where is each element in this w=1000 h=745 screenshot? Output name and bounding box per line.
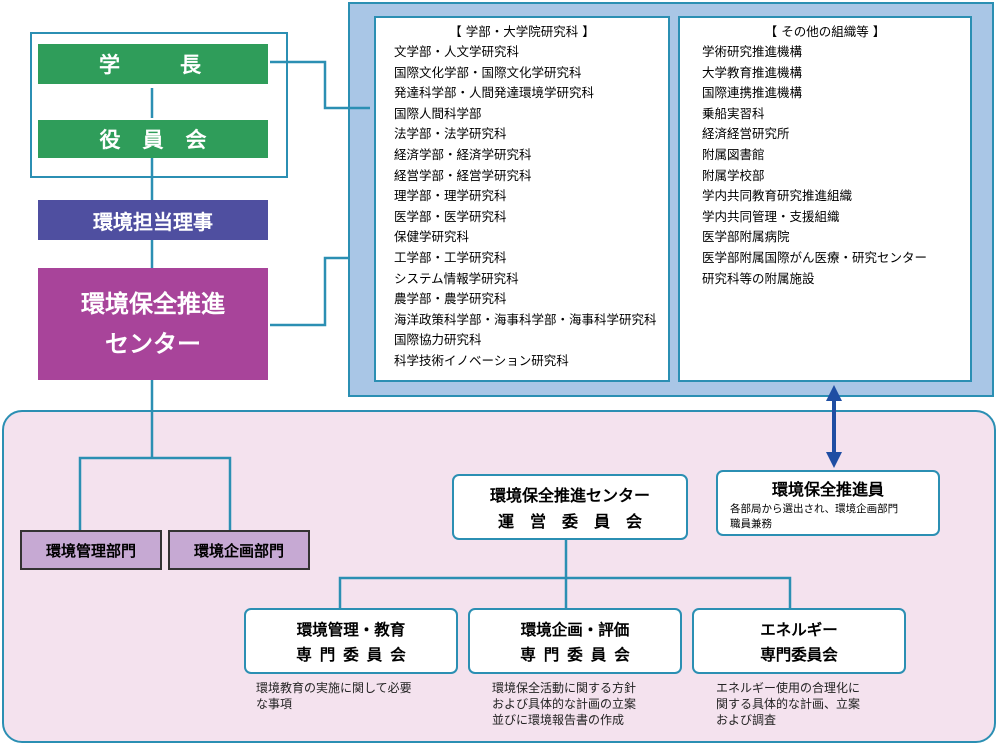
faculties-list: 【 学部・大学院研究科 】 文学部・人文学研究科国際文化学部・国際文化学研究科発… [374, 16, 670, 382]
committee-line2: 運営委員会 [497, 512, 658, 531]
other-organization-item: 学術研究推進機構 [702, 44, 803, 59]
sub3-description: エネルギー使用の合理化に 関する具体的な計画、立案 および調査 [716, 680, 906, 728]
sub2-desc-line1: 環境保全活動に関する方針 [492, 681, 637, 695]
board-box: 役員会 [38, 120, 268, 158]
faculty-item: 理学部・理学研究科 [394, 188, 507, 204]
faculty-item: 経済学部・経済学研究科 [394, 146, 532, 162]
faculty-item: 科学技術イノベーション研究科 [394, 352, 569, 368]
sub3-desc-line3: および調査 [716, 713, 777, 727]
faculty-item: 法学部・法学研究科 [394, 126, 507, 142]
faculties-header: 【 学部・大学院研究科 】 [449, 24, 595, 39]
sub3-desc-line2: 関する具体的な計画、立案 [716, 697, 861, 711]
line-center-orgs [270, 256, 350, 327]
sub2-desc-line2: および具体的な計画の立案 [492, 697, 637, 711]
sub2-description: 環境保全活動に関する方針 および具体的な計画の立案 並びに環境報告書の作成 [492, 680, 682, 728]
committee-line1: 環境保全推進センター [489, 486, 650, 505]
faculty-item: 工学部・工学研究科 [394, 249, 507, 265]
subcommittee-planning-evaluation: 環境企画・評価 専門委員会 [468, 608, 682, 674]
faculty-item: 国際文化学部・国際文化学研究科 [394, 64, 582, 80]
other-organizations-list: 【 その他の組織等 】 学術研究推進機構大学教育推進機構国際連携推進機構乗船実習… [678, 16, 972, 382]
lower-organization-panel [2, 410, 996, 743]
other-organization-item: 学内共同管理・支援組織 [702, 208, 840, 224]
other-organization-item: 学内共同教育研究推進組織 [702, 188, 853, 204]
bidirectional-arrow [826, 385, 842, 468]
sub2-title-line1: 環境企画・評価 [520, 621, 630, 639]
faculty-item: 海洋政策科学部・海事科学部・海事科学研究科 [394, 311, 657, 327]
environment-center-box: 環境保全推進 センター [38, 268, 268, 380]
center-label-line2: センター [105, 330, 201, 358]
other-organization-item: 経済経営研究所 [702, 126, 790, 142]
faculty-item: 保健学研究科 [394, 229, 470, 245]
sub2-title-line2: 専門委員会 [520, 646, 638, 664]
other-organization-item: 附属図書館 [702, 146, 765, 162]
other-organization-item: 乗船実習科 [702, 105, 765, 121]
sub3-title-line2: 専門委員会 [760, 646, 838, 664]
faculty-item: システム情報学研究科 [394, 270, 519, 286]
center-label-line1: 環境保全推進 [81, 290, 225, 318]
promoter-desc-line1: 各部局から選出され、環境企画部門 [730, 503, 899, 515]
sub2-desc-line3: 並びに環境報告書の作成 [492, 713, 625, 727]
sub1-title-line2: 専門委員会 [296, 646, 414, 664]
other-organization-item: 国際連携推進機構 [702, 85, 803, 101]
faculty-item: 経営学部・経営学研究科 [394, 167, 532, 183]
environment-planning-department: 環境企画部門 [168, 530, 310, 570]
faculty-item: 文学部・人文学研究科 [394, 44, 520, 59]
faculty-item: 農学部・農学研究科 [394, 291, 507, 307]
other-organization-item: 医学部附属病院 [702, 229, 790, 245]
subcommittee-management-education: 環境管理・教育 専門委員会 [244, 608, 458, 674]
steering-committee-box: 環境保全推進センター 運営委員会 [452, 474, 688, 540]
line-president-orgs [270, 60, 370, 110]
other-organization-item: 研究科等の附属施設 [702, 270, 815, 286]
faculty-item: 発達科学部・人間発達環境学研究科 [394, 85, 595, 101]
director-box: 環境担当理事 [38, 200, 268, 240]
president-box: 学 長 [38, 44, 268, 84]
dept-management-label: 環境管理部門 [45, 541, 136, 560]
other-organization-item: 医学部附属国際がん医療・研究センター [702, 249, 928, 265]
sub3-desc-line1: エネルギー使用の合理化に [716, 681, 861, 695]
sub1-description: 環境教育の実施に関して必要 な事項 [256, 680, 466, 712]
other-organization-item: 大学教育推進機構 [702, 64, 803, 80]
sub1-title-line1: 環境管理・教育 [296, 621, 406, 639]
faculty-item: 国際人間科学部 [394, 105, 482, 121]
director-label: 環境担当理事 [93, 209, 213, 234]
board-label: 役員会 [99, 128, 229, 152]
president-label: 学 長 [99, 53, 207, 77]
other-organization-item: 附属学校部 [702, 167, 765, 183]
sub1-desc-line1: 環境教育の実施に関して必要 [256, 681, 412, 695]
others-header: 【 その他の組織等 】 [764, 24, 886, 39]
sub3-title-line1: エネルギー [760, 621, 838, 639]
dept-planning-label: 環境企画部門 [193, 541, 284, 560]
promoter-desc-line2: 職員兼務 [730, 518, 772, 530]
subcommittee-energy: エネルギー 専門委員会 [692, 608, 906, 674]
line-departments-branch [78, 456, 232, 530]
faculty-item: 医学部・医学研究科 [394, 208, 507, 224]
faculty-item: 国際協力研究科 [394, 332, 482, 348]
environment-promoter-box: 環境保全推進員 各部局から選出され、環境企画部門 職員兼務 [716, 470, 940, 536]
promoter-title: 環境保全推進員 [771, 480, 884, 499]
environment-management-department: 環境管理部門 [20, 530, 162, 570]
sub1-desc-line2: な事項 [256, 697, 293, 711]
